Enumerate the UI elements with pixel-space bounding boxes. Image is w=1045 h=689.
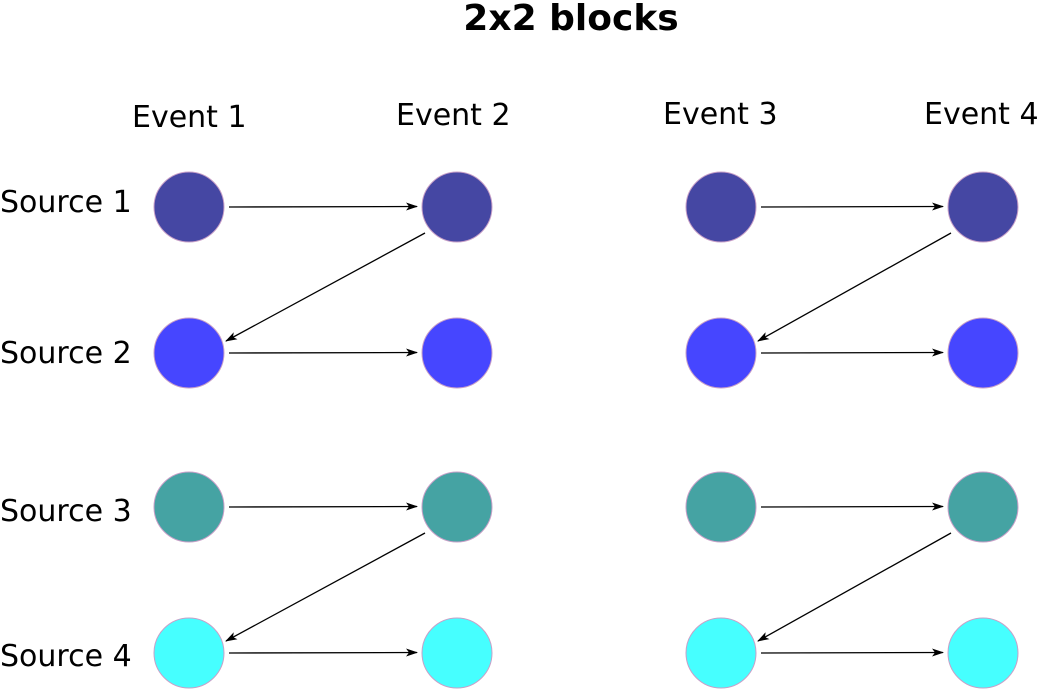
arrow-block-1-source-3-horizontal <box>228 502 418 511</box>
node-source-3-event-3 <box>685 471 757 543</box>
arrow-block-1-diagonal-source-1-to-2 <box>225 232 426 342</box>
arrow-block-1-source-4-horizontal <box>228 648 418 657</box>
event-1-label: Event 1 <box>132 100 247 135</box>
arrow-block-1-source-2-horizontal <box>228 348 418 357</box>
source-4-label: Source 4 <box>0 639 132 674</box>
arrow-block-2-diagonal-source-3-to-4 <box>757 532 952 642</box>
arrow-block-1-source-1-horizontal <box>228 202 418 211</box>
node-source-1-event-4 <box>947 171 1019 243</box>
node-source-1-event-1 <box>153 171 225 243</box>
source-3-label: Source 3 <box>0 494 132 529</box>
node-source-2-event-3 <box>685 317 757 389</box>
node-source-1-event-2 <box>421 171 493 243</box>
event-4-label: Event 4 <box>924 97 1039 132</box>
arrow-block-2-source-3-horizontal <box>760 502 944 511</box>
node-source-2-event-2 <box>421 317 493 389</box>
arrow-block-2-diagonal-source-1-to-2 <box>757 232 952 342</box>
node-source-4-event-3 <box>685 617 757 689</box>
arrow-block-2-source-4-horizontal <box>760 648 944 657</box>
arrow-block-1-diagonal-source-3-to-4 <box>225 532 426 642</box>
node-source-3-event-1 <box>153 471 225 543</box>
node-source-2-event-4 <box>947 317 1019 389</box>
node-source-4-event-4 <box>947 617 1019 689</box>
source-2-label: Source 2 <box>0 336 132 371</box>
arrow-block-2-source-2-horizontal <box>760 348 944 357</box>
node-source-3-event-2 <box>421 471 493 543</box>
source-1-label: Source 1 <box>0 185 132 220</box>
node-source-3-event-4 <box>947 471 1019 543</box>
arrow-block-2-source-1-horizontal <box>760 202 944 211</box>
node-source-4-event-2 <box>421 617 493 689</box>
diagram-title: 2x2 blocks <box>463 0 679 39</box>
node-source-4-event-1 <box>153 617 225 689</box>
event-2-label: Event 2 <box>396 98 511 133</box>
node-source-1-event-3 <box>685 171 757 243</box>
node-source-2-event-1 <box>153 317 225 389</box>
event-3-label: Event 3 <box>663 97 778 132</box>
